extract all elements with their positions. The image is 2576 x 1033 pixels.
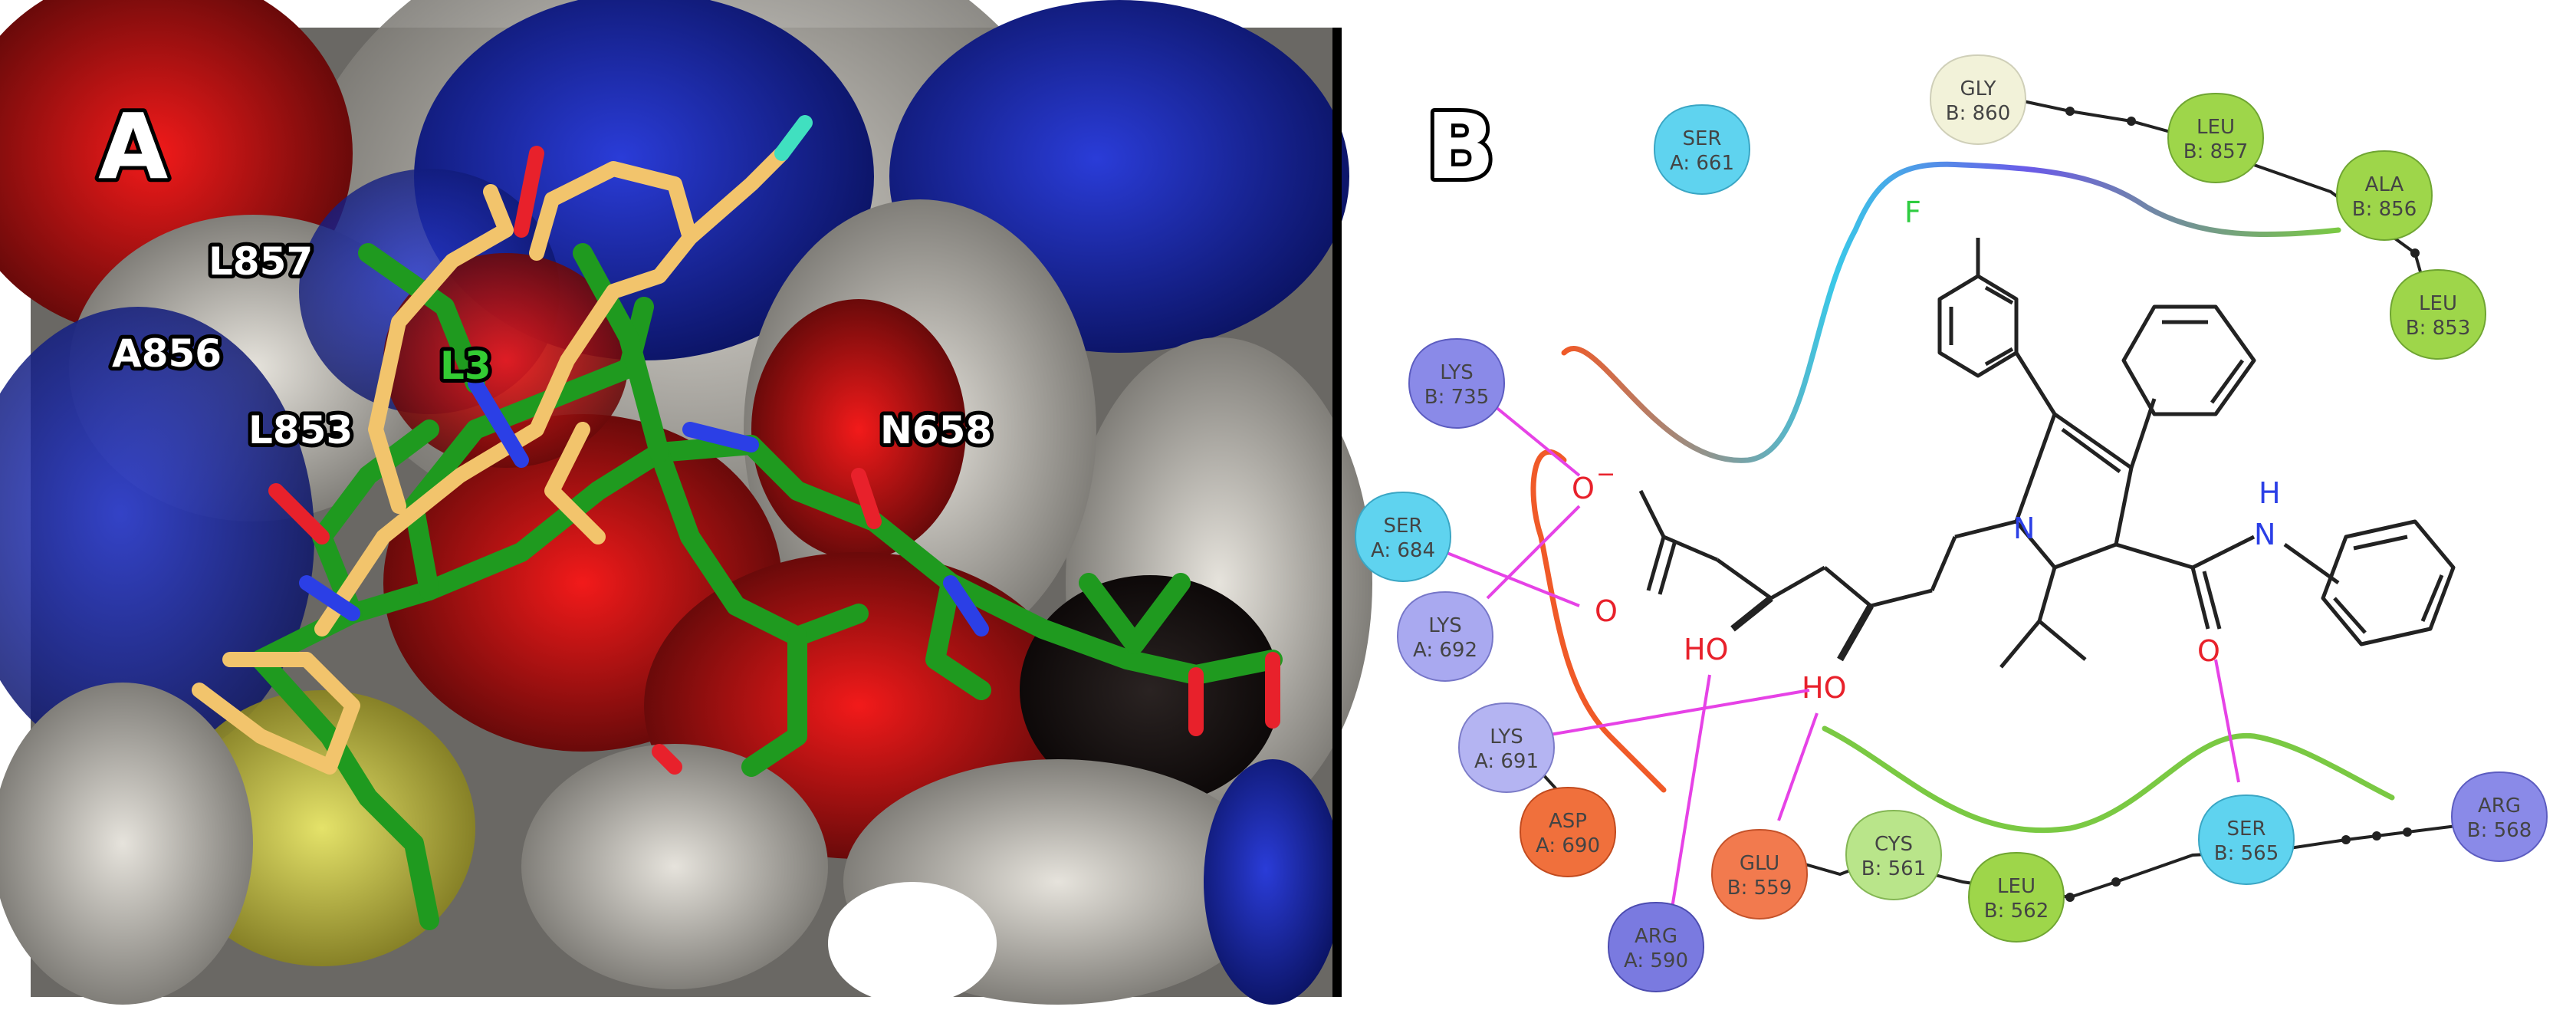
ligand-sticks: [192, 115, 1283, 930]
svg-text:CYS: CYS: [1875, 833, 1913, 856]
residue-cys561: CYS B: 561: [1845, 809, 1943, 901]
svg-text:B: 735: B: 735: [1424, 386, 1490, 409]
residue-glu559: GLU B: 559: [1710, 828, 1809, 920]
svg-text:B: 860: B: 860: [1946, 102, 2011, 125]
svg-text:LEU: LEU: [2419, 292, 2457, 315]
residue-lys692: LYS A: 692: [1396, 591, 1494, 683]
panel-a-labels: A L857 A856 L853 L3 N658: [94, 90, 996, 456]
atorvastatin-structure: [1638, 238, 2456, 669]
svg-text:B: 568: B: 568: [2467, 819, 2532, 842]
svg-text:A: 692: A: 692: [1413, 639, 1477, 662]
svg-text:SER: SER: [1683, 127, 1722, 150]
svg-text:B: 559: B: 559: [1727, 877, 1792, 900]
residue-asp690: ASP A: 690: [1519, 786, 1617, 878]
label-l857: L857: [209, 239, 313, 284]
atom-fluorine: F: [1904, 196, 1921, 229]
svg-text:B: 856: B: 856: [2352, 198, 2417, 221]
svg-text:A: 661: A: 661: [1670, 152, 1734, 175]
atom-pyrrole-n: N: [2013, 512, 2035, 545]
residue-arg568: ARG B: 568: [2450, 771, 2548, 863]
residue-gly860: GLY B: 860: [1929, 54, 2027, 146]
residue-lys735: LYS B: 735: [1408, 337, 1506, 429]
svg-text:ALA: ALA: [2365, 173, 2404, 196]
panel-a: A L857 A856 L853 L3 N658: [0, 0, 1372, 1005]
panel-b: B: [1354, 54, 2548, 993]
svg-text:B: 561: B: 561: [1861, 857, 1927, 880]
backbone-links: [1524, 98, 2469, 900]
svg-text:GLU: GLU: [1740, 852, 1779, 875]
svg-text:B: 562: B: 562: [1984, 900, 2049, 923]
svg-text:A: 684: A: 684: [1371, 539, 1435, 562]
svg-text:LEU: LEU: [1997, 875, 2036, 898]
pocket-outlines: [1530, 161, 2395, 834]
residue-arg590: ARG A: 590: [1607, 901, 1705, 993]
hbond-arrows: [1425, 405, 2240, 913]
svg-text:B: 857: B: 857: [2183, 140, 2249, 163]
atom-hydroxyl-2: HO: [1802, 671, 1846, 705]
svg-text:ASP: ASP: [1549, 810, 1587, 833]
residues: GLY B: 860 LEU B: 857 ALA B: 856 LEU B: …: [1354, 54, 2548, 993]
atom-amide-h: H: [2259, 476, 2281, 510]
svg-text:LEU: LEU: [2196, 116, 2235, 139]
atom-carbonyl-o: O: [1595, 594, 1618, 628]
residue-ala856: ALA B: 856: [2335, 150, 2433, 242]
svg-text:SER: SER: [2227, 818, 2266, 841]
svg-text:A: 590: A: 590: [1624, 949, 1688, 972]
svg-text:SER: SER: [1384, 515, 1423, 538]
svg-text:B: 853: B: 853: [2406, 317, 2471, 340]
svg-text:A: 690: A: 690: [1536, 834, 1600, 857]
svg-text:LYS: LYS: [1428, 614, 1461, 637]
svg-text:GLY: GLY: [1960, 77, 1996, 100]
label-n658: N658: [880, 408, 992, 452]
label-a856: A856: [112, 331, 222, 376]
residue-lys691: LYS A: 691: [1457, 702, 1556, 794]
svg-text:B: 565: B: 565: [2214, 842, 2279, 865]
backbone-dots: [1866, 107, 2427, 902]
residue-leu853: LEU B: 853: [2389, 268, 2487, 360]
residue-leu857: LEU B: 857: [2167, 92, 2265, 184]
residue-leu562: LEU B: 562: [1967, 851, 2065, 943]
protein-surface: [0, 0, 1372, 1005]
residue-ser661: SER A: 661: [1653, 104, 1751, 196]
svg-text:ARG: ARG: [2478, 794, 2521, 818]
residue-ser684: SER A: 684: [1354, 491, 1452, 583]
panel-a-letter: A: [98, 94, 168, 199]
svg-text:LYS: LYS: [1490, 725, 1523, 748]
atom-carboxylate-charge: −: [1596, 461, 1615, 488]
panel-divider: [1332, 28, 1342, 997]
svg-text:ARG: ARG: [1635, 925, 1677, 948]
panel-b-letter: B: [1426, 94, 1495, 199]
atom-amide-n: N: [2254, 518, 2275, 551]
residue-ser565: SER B: 565: [2197, 794, 2295, 886]
svg-text:A: 691: A: 691: [1474, 750, 1539, 773]
label-l853: L853: [248, 408, 353, 452]
label-l3: L3: [440, 344, 491, 388]
atom-carboxylate-o: O: [1572, 472, 1595, 505]
svg-text:LYS: LYS: [1440, 361, 1473, 384]
atom-labels: F N N H O HO HO O − O: [1572, 196, 2281, 705]
atom-hydroxyl-1: HO: [1684, 633, 1728, 666]
